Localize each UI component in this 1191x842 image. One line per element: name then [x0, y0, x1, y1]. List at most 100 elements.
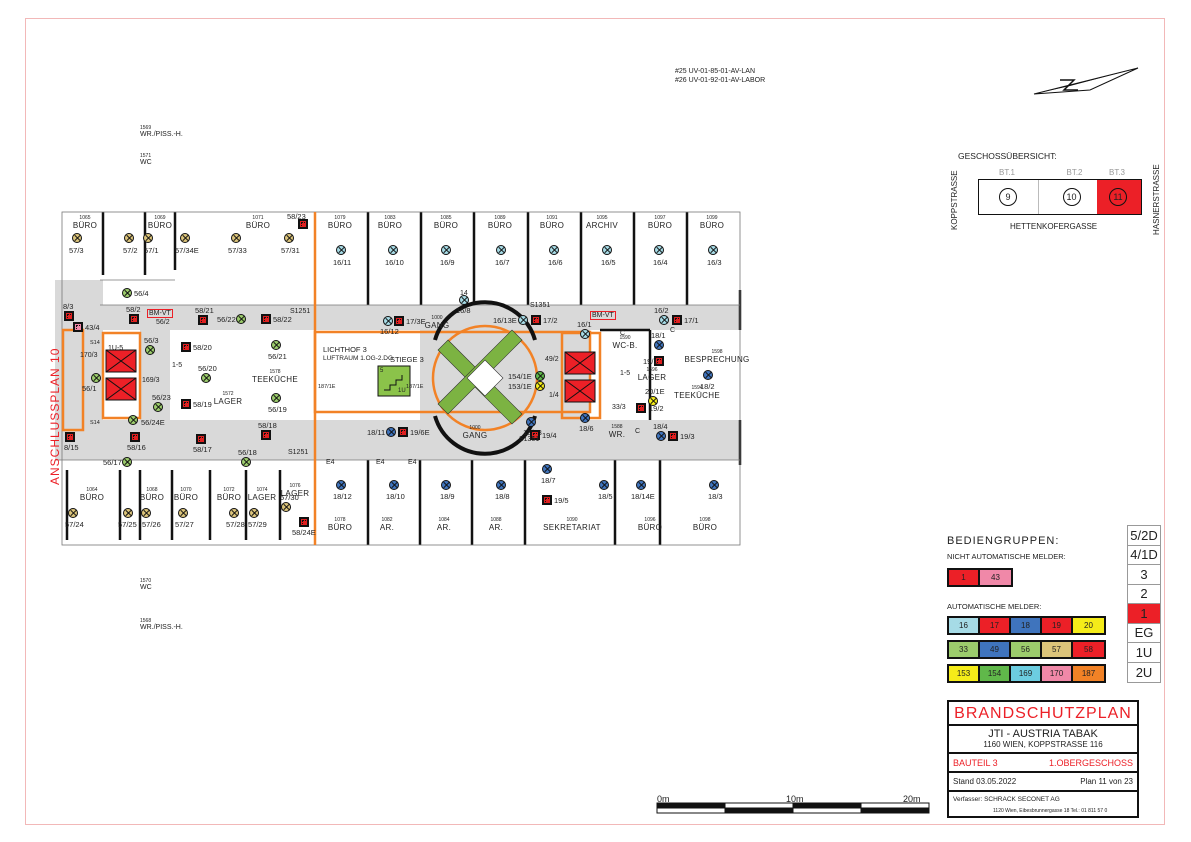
smoke-detector-icon[interactable] — [518, 315, 528, 325]
smoke-detector-icon[interactable] — [122, 288, 132, 298]
manual-detector-icon[interactable] — [298, 219, 308, 229]
manual-detector-icon[interactable] — [672, 315, 682, 325]
smoke-detector-icon[interactable] — [231, 233, 241, 243]
smoke-detector-icon[interactable] — [122, 457, 132, 467]
manual-detector-icon[interactable] — [196, 434, 206, 444]
smoke-detector-icon[interactable] — [123, 508, 133, 518]
manual-detector-icon[interactable] — [198, 315, 208, 325]
detector-label: 16/8 — [456, 306, 471, 315]
smoke-detector-icon[interactable] — [535, 381, 545, 391]
smoke-detector-icon[interactable] — [648, 396, 658, 406]
manual-detector-icon[interactable] — [542, 495, 552, 505]
manual-detector-icon[interactable] — [261, 314, 271, 324]
smoke-detector-icon[interactable] — [654, 245, 664, 255]
smoke-detector-icon[interactable] — [336, 480, 346, 490]
smoke-detector-icon[interactable] — [229, 508, 239, 518]
smoke-detector-icon[interactable] — [201, 373, 211, 383]
smoke-detector-icon[interactable] — [459, 295, 469, 305]
smoke-detector-icon[interactable] — [602, 245, 612, 255]
smoke-detector-icon[interactable] — [386, 427, 396, 437]
smoke-detector-icon[interactable] — [441, 480, 451, 490]
manual-detector-icon[interactable] — [181, 399, 191, 409]
floor-item-1[interactable]: 1 — [1128, 604, 1160, 624]
detector-label: 8/3 — [63, 302, 74, 311]
manual-detector-icon[interactable] — [130, 432, 140, 442]
floor-item-2[interactable]: 2 — [1128, 585, 1160, 604]
floor-item-4-1d[interactable]: 4/1D — [1128, 546, 1160, 565]
room-number: 1000 — [469, 425, 481, 431]
smoke-detector-icon[interactable] — [580, 329, 590, 339]
smoke-detector-icon[interactable] — [281, 502, 291, 512]
manual-detector-icon[interactable] — [299, 517, 309, 527]
smoke-detector-icon[interactable] — [271, 393, 281, 403]
manual-detector-icon[interactable] — [181, 342, 191, 352]
smoke-detector-icon[interactable] — [141, 508, 151, 518]
smoke-detector-icon[interactable] — [91, 373, 101, 383]
manual-detector-icon[interactable] — [530, 430, 540, 440]
page-border — [25, 18, 1165, 825]
smoke-detector-icon[interactable] — [178, 508, 188, 518]
smoke-detector-icon[interactable] — [145, 345, 155, 355]
smoke-detector-icon[interactable] — [72, 233, 82, 243]
smoke-detector-icon[interactable] — [542, 464, 552, 474]
plan-marker-label: 187/1E — [406, 384, 424, 390]
floor-item-3[interactable]: 3 — [1128, 565, 1160, 585]
smoke-detector-icon[interactable] — [549, 245, 559, 255]
smoke-detector-icon[interactable] — [580, 413, 590, 423]
smoke-detector-icon[interactable] — [153, 402, 163, 412]
manual-detector-icon[interactable] — [65, 432, 75, 442]
stair-cores — [105, 349, 596, 403]
smoke-detector-icon[interactable] — [180, 233, 190, 243]
smoke-detector-icon[interactable] — [336, 245, 346, 255]
smoke-detector-icon[interactable] — [526, 417, 536, 427]
room-number: 1065 — [79, 215, 91, 221]
smoke-detector-icon[interactable] — [383, 316, 393, 326]
smoke-detector-icon[interactable] — [708, 245, 718, 255]
smoke-detector-icon[interactable] — [654, 340, 664, 350]
smoke-detector-icon[interactable] — [389, 480, 399, 490]
detector-label: 57/25 — [118, 520, 137, 529]
smoke-detector-icon[interactable] — [636, 480, 646, 490]
smoke-detector-icon[interactable] — [284, 233, 294, 243]
smoke-detector-icon[interactable] — [388, 245, 398, 255]
floor-item-2u[interactable]: 2U — [1135, 664, 1153, 680]
smoke-detector-icon[interactable] — [535, 371, 545, 381]
manual-detector-icon[interactable] — [64, 311, 74, 321]
floor-item-eg[interactable]: EG — [1128, 624, 1160, 643]
manual-detector-icon[interactable] — [73, 322, 83, 332]
manual-detector-icon[interactable] — [668, 431, 678, 441]
smoke-detector-icon[interactable] — [599, 480, 609, 490]
smoke-detector-icon[interactable] — [496, 480, 506, 490]
smoke-detector-icon[interactable] — [709, 480, 719, 490]
smoke-detector-icon[interactable] — [128, 415, 138, 425]
plan-number: Plan 11 von 23 — [1080, 777, 1133, 786]
walls — [65, 212, 742, 545]
smoke-detector-icon[interactable] — [496, 245, 506, 255]
manual-detector-icon[interactable] — [261, 430, 271, 440]
smoke-detector-icon[interactable] — [143, 233, 153, 243]
smoke-detector-icon[interactable] — [236, 314, 246, 324]
smoke-detector-icon[interactable] — [703, 370, 713, 380]
manual-detector-icon[interactable] — [636, 403, 646, 413]
smoke-detector-icon[interactable] — [659, 315, 669, 325]
floor-item-5-2d[interactable]: 5/2D — [1128, 526, 1160, 546]
detector-label: 58/18 — [258, 421, 277, 430]
detector-label: 58/21 — [195, 306, 214, 315]
smoke-detector-icon[interactable] — [441, 245, 451, 255]
manual-detector-icon[interactable] — [398, 427, 408, 437]
manual-detector-icon[interactable] — [129, 314, 139, 324]
manual-detector-icon[interactable] — [531, 315, 541, 325]
smoke-detector-icon[interactable] — [124, 233, 134, 243]
manual-detector-icon[interactable] — [654, 356, 664, 366]
smoke-detector-icon[interactable] — [656, 431, 666, 441]
anschlussplan-link[interactable]: ANSCHLUSSPLAN 10 — [48, 347, 62, 485]
smoke-detector-icon[interactable] — [271, 340, 281, 350]
floor-item-1u[interactable]: 1U — [1128, 643, 1160, 663]
smoke-detector-icon[interactable] — [68, 508, 78, 518]
manual-detector-icon[interactable] — [394, 316, 404, 326]
smoke-detector-icon[interactable] — [241, 457, 251, 467]
smoke-detector-icon[interactable] — [249, 508, 259, 518]
